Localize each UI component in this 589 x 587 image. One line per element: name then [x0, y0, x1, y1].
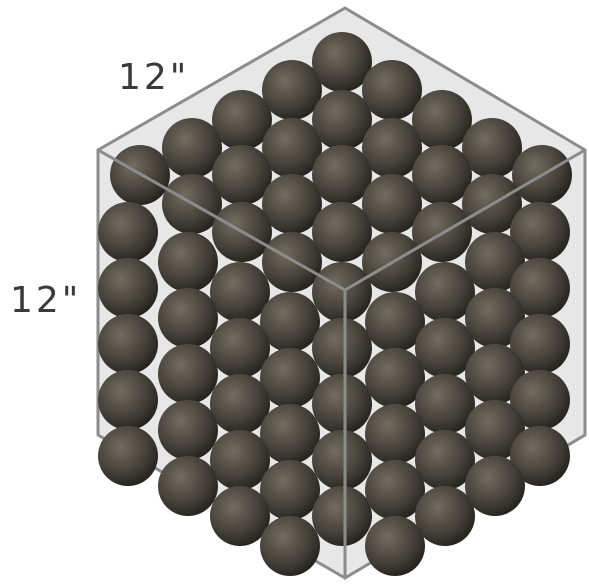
side-dimension-label: 12": [10, 283, 81, 319]
sphere: [312, 145, 372, 205]
sphere: [98, 258, 158, 318]
sphere: [312, 374, 372, 434]
sphere: [98, 202, 158, 262]
sphere: [415, 486, 475, 546]
sphere: [210, 262, 270, 322]
sphere: [158, 232, 218, 292]
sphere: [312, 430, 372, 490]
sphere: [210, 374, 270, 434]
sphere: [312, 262, 372, 322]
top-dimension-label: 12": [118, 60, 189, 96]
sphere: [312, 202, 372, 262]
sphere: [98, 314, 158, 374]
sphere: [98, 426, 158, 486]
sphere: [212, 145, 272, 205]
sphere: [158, 344, 218, 404]
sphere: [412, 145, 472, 205]
sphere: [365, 516, 425, 576]
sphere: [465, 456, 525, 516]
sphere: [260, 516, 320, 576]
sphere: [210, 430, 270, 490]
sphere: [362, 60, 422, 120]
sphere: [312, 486, 372, 546]
sphere: [158, 288, 218, 348]
sphere: [210, 318, 270, 378]
sphere: [312, 318, 372, 378]
sphere: [158, 400, 218, 460]
sphere: [262, 232, 322, 292]
sphere: [98, 370, 158, 430]
sphere: [210, 486, 270, 546]
sphere: [262, 60, 322, 120]
sphere: [158, 456, 218, 516]
